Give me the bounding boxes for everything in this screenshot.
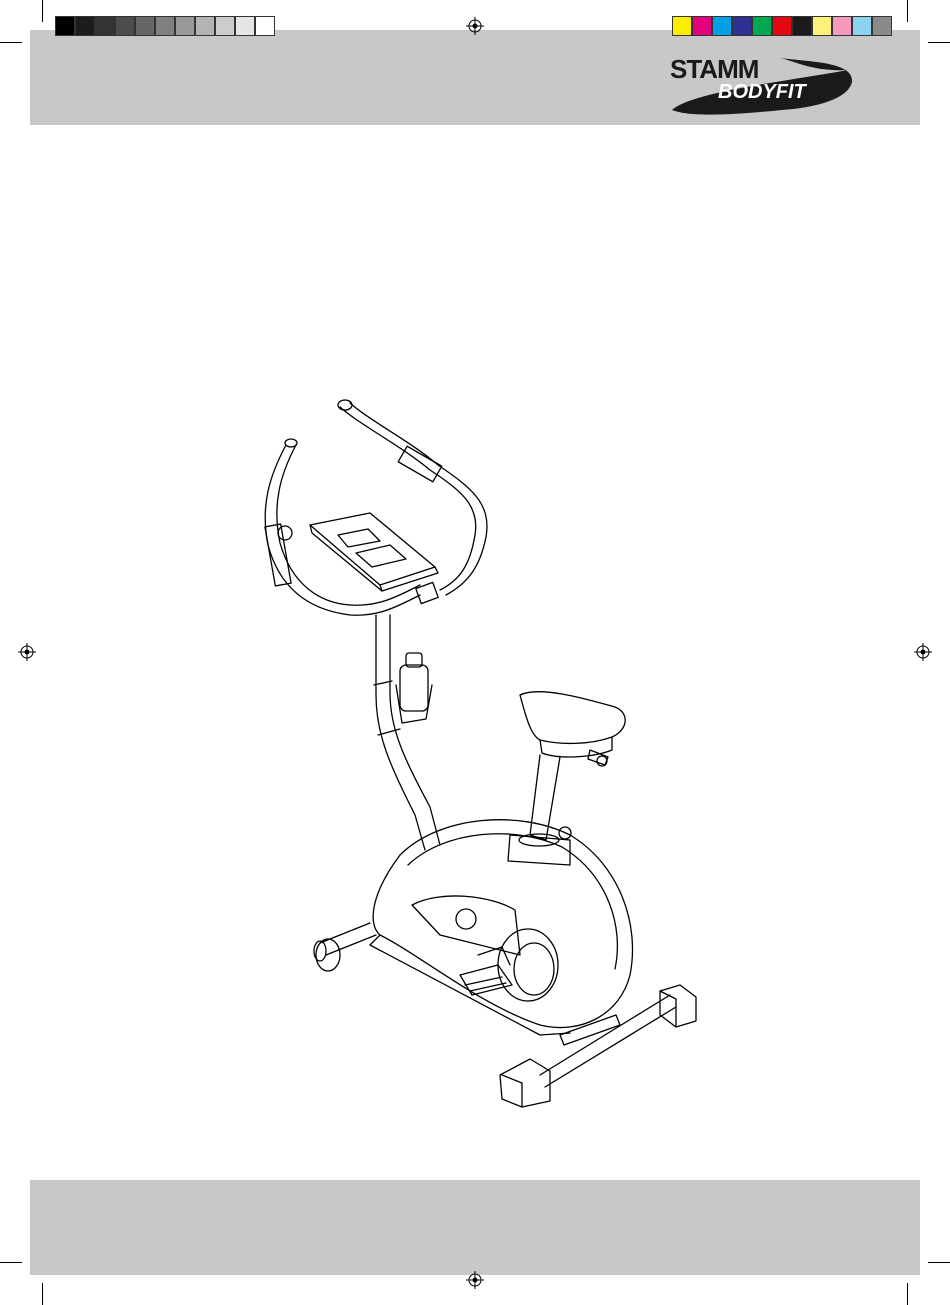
crop-mark: [928, 1262, 950, 1263]
calibration-swatch: [215, 16, 235, 36]
crop-mark: [928, 42, 950, 43]
color-calibration-strip: [672, 16, 892, 36]
calibration-swatch: [772, 16, 792, 36]
calibration-swatch: [872, 16, 892, 36]
crop-mark: [42, 1283, 43, 1305]
crop-mark: [907, 0, 908, 22]
calibration-swatch: [235, 16, 255, 36]
crop-mark: [42, 0, 43, 22]
saddle-icon: [508, 692, 625, 865]
calibration-swatch: [155, 16, 175, 36]
calibration-swatch: [135, 16, 155, 36]
gray-calibration-strip: [55, 16, 275, 36]
calibration-swatch: [812, 16, 832, 36]
registration-mark-icon: [18, 643, 36, 661]
calibration-swatch: [175, 16, 195, 36]
console-icon: [310, 513, 438, 604]
calibration-swatch: [732, 16, 752, 36]
front-stabilizer-icon: [314, 923, 376, 971]
flywheel-housing-icon: [370, 820, 633, 1035]
water-bottle-icon: [396, 653, 432, 723]
crop-mark: [0, 42, 22, 43]
calibration-swatch: [752, 16, 772, 36]
crop-mark: [0, 1262, 22, 1263]
registration-mark-icon: [466, 1271, 484, 1289]
calibration-swatch: [792, 16, 812, 36]
calibration-swatch: [195, 16, 215, 36]
crop-mark: [907, 1283, 908, 1305]
exercise-bike-illustration: [240, 395, 710, 1115]
calibration-swatch: [55, 16, 75, 36]
brand-logo: STAMM BODYFIT: [662, 52, 858, 122]
footer-band: [30, 1180, 920, 1275]
rear-stabilizer-icon: [500, 985, 696, 1107]
calibration-swatch: [75, 16, 95, 36]
calibration-swatch: [692, 16, 712, 36]
calibration-swatch: [672, 16, 692, 36]
calibration-swatch: [255, 16, 275, 36]
registration-mark-icon: [914, 643, 932, 661]
calibration-swatch: [115, 16, 135, 36]
logo-text-bodyfit: BODYFIT: [718, 81, 806, 104]
calibration-swatch: [852, 16, 872, 36]
frame-stem-icon: [374, 615, 440, 850]
calibration-swatch: [832, 16, 852, 36]
calibration-swatch: [95, 16, 115, 36]
calibration-swatch: [712, 16, 732, 36]
handlebar-icon: [265, 400, 487, 615]
registration-mark-icon: [466, 17, 484, 35]
